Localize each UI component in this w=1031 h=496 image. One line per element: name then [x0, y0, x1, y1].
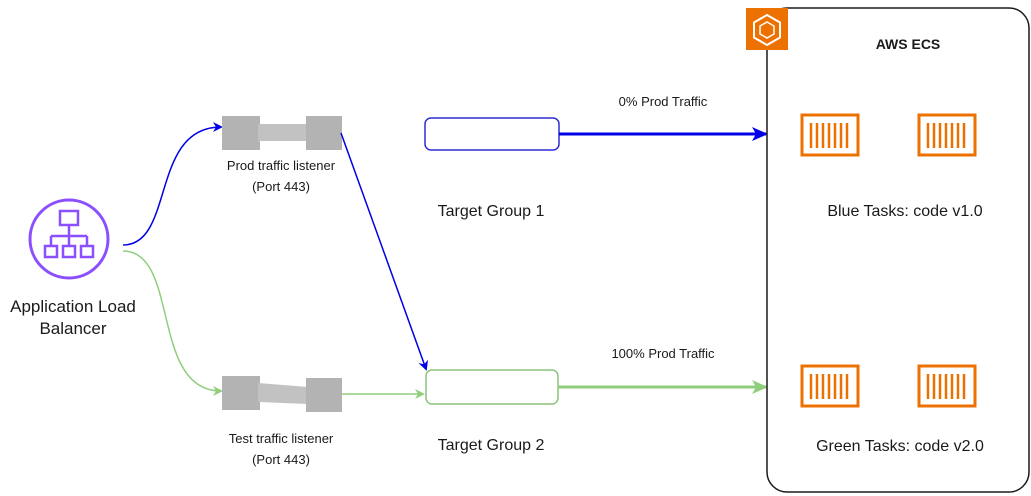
- test-listener-name: Test traffic listener: [228, 431, 334, 446]
- ecs-title: AWS ECS: [875, 36, 941, 52]
- target-group-2-traffic-label: 100% Prod Traffic: [611, 346, 715, 361]
- alb-to-prod-listener-connector: [122, 122, 223, 246]
- prod-listener-port: (Port 443): [252, 179, 310, 194]
- ecs-icon: [746, 8, 788, 50]
- target-group-2-label: Target Group 2: [437, 437, 545, 454]
- target-group-1-label: Target Group 1: [437, 203, 545, 220]
- prod-listener-name: Prod traffic listener: [226, 158, 336, 173]
- blue-task-1-container-icon: [800, 113, 860, 157]
- green-task-2-container-icon: [917, 364, 977, 408]
- prod-listener-to-target-group-2-connector: [340, 132, 428, 371]
- test-listener-shape: [222, 376, 342, 412]
- blue-tasks-label: Blue Tasks: code v1.0: [827, 203, 983, 220]
- target-group-1-box: [424, 117, 560, 151]
- green-task-1-container-icon: [800, 364, 860, 408]
- ecs-cluster-box: [766, 7, 1030, 493]
- target-group-1-traffic-label: 0% Prod Traffic: [618, 94, 708, 109]
- alb-to-test-listener-connector: [122, 250, 223, 396]
- load-balancer-label: Application Load Balancer: [10, 297, 136, 338]
- test-listener-label: Test traffic listener (Port 443): [196, 428, 366, 470]
- blue-task-2-container-icon: [917, 113, 977, 157]
- load-balancer-icon: [28, 198, 110, 280]
- prod-listener-shape: [222, 116, 342, 150]
- target-group-2-box: [425, 369, 559, 405]
- prod-listener-label: Prod traffic listener (Port 443): [196, 155, 366, 197]
- test-listener-port: (Port 443): [252, 452, 310, 467]
- green-tasks-label: Green Tasks: code v2.0: [816, 438, 984, 455]
